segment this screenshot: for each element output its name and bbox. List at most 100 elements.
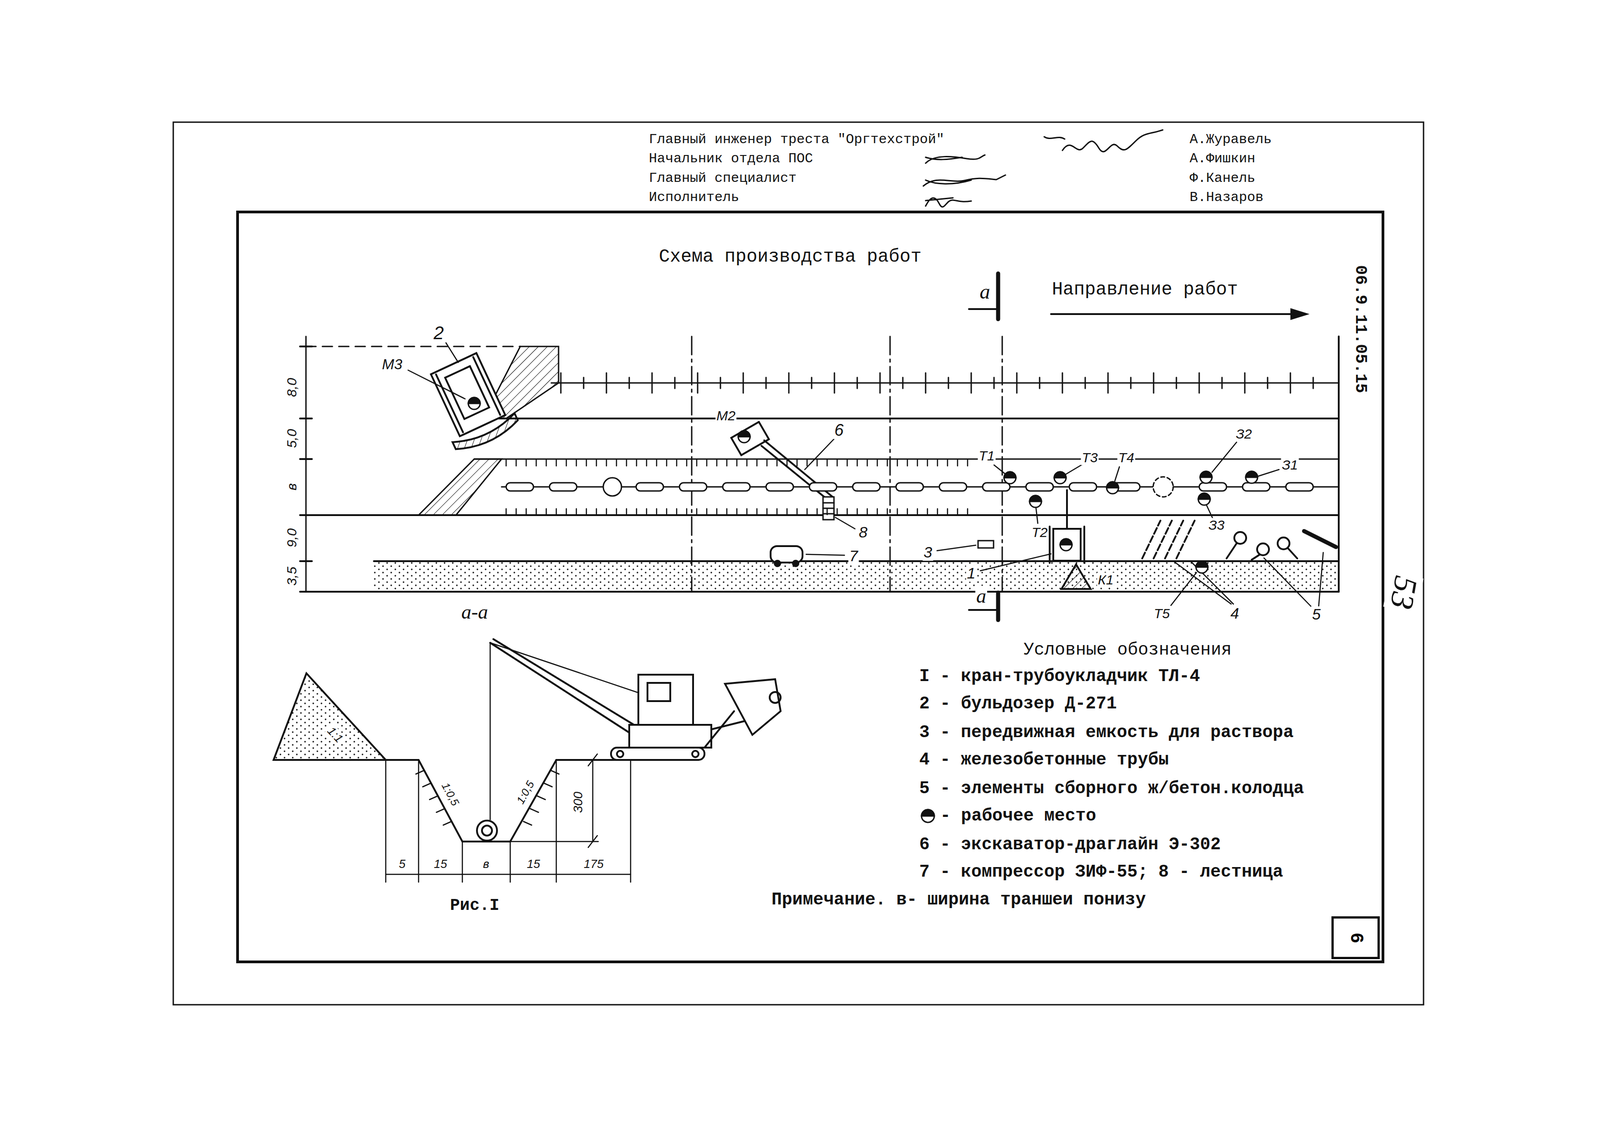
trench-hatch bbox=[937, 459, 939, 467]
dimension-text: 1:1 bbox=[324, 724, 346, 746]
trench-hatch bbox=[906, 508, 909, 515]
workplace-symbol bbox=[468, 397, 481, 410]
well-element-symbol bbox=[1226, 531, 1336, 560]
trench-hatch bbox=[836, 508, 839, 515]
pipe-symbol bbox=[1142, 520, 1195, 559]
ladder-symbol bbox=[823, 513, 834, 515]
pipe-joint bbox=[1199, 482, 1227, 492]
trench-hatch bbox=[886, 459, 889, 467]
leader-line bbox=[980, 554, 1052, 571]
callout-label: Т5 bbox=[1152, 606, 1171, 622]
trench-hatch bbox=[646, 508, 648, 515]
workplace-symbol bbox=[1004, 471, 1016, 478]
dimension-text: 175 bbox=[582, 858, 605, 871]
trench-hatch bbox=[686, 459, 688, 467]
trench-pipe bbox=[1153, 476, 1174, 498]
ladder-symbol bbox=[823, 507, 834, 510]
trench-hatch bbox=[686, 508, 688, 515]
trench-hatch bbox=[816, 459, 819, 467]
section-line bbox=[691, 336, 1003, 592]
slope-hatch bbox=[422, 783, 431, 788]
trench-hatch bbox=[756, 459, 758, 467]
dimension-text: 15 bbox=[526, 858, 542, 871]
direction-arrow bbox=[1051, 313, 1295, 316]
trench-hatch bbox=[866, 459, 869, 467]
plan-outline bbox=[1337, 336, 1340, 592]
trench-hatch bbox=[866, 508, 869, 515]
sheet-frame bbox=[173, 122, 1424, 1005]
trench-hatch bbox=[776, 508, 778, 515]
trench-hatch bbox=[626, 508, 628, 515]
trench-hatch bbox=[957, 459, 959, 467]
approval-text: Начальник отдела ПОС bbox=[647, 151, 814, 167]
spoil-hatch bbox=[925, 372, 927, 394]
leader-line bbox=[1114, 466, 1120, 482]
spoil-hatch bbox=[833, 372, 836, 394]
callout-label: Рис.I bbox=[449, 897, 501, 915]
well-element-symbol bbox=[1288, 548, 1298, 559]
pipe-joint bbox=[506, 482, 1314, 492]
trench-hatch bbox=[806, 459, 808, 467]
workplace-symbol bbox=[1106, 481, 1119, 494]
trench-hatch bbox=[846, 459, 849, 467]
pipe-joint bbox=[1285, 482, 1314, 492]
callout-label: З3 bbox=[1207, 517, 1226, 533]
leader-line bbox=[835, 517, 855, 529]
dimension-text: в bbox=[481, 858, 491, 871]
section-ground bbox=[481, 825, 492, 836]
spoil-hatch bbox=[674, 377, 676, 389]
trench-hatch bbox=[906, 459, 909, 467]
workplace-symbol bbox=[1196, 561, 1208, 574]
callout-label: 5 bbox=[1311, 606, 1322, 623]
trench-hatch bbox=[726, 508, 728, 515]
spoil-hatch bbox=[811, 377, 813, 389]
trench-hatch bbox=[535, 459, 538, 467]
section-line bbox=[1001, 336, 1004, 592]
spoil-hatch bbox=[651, 372, 653, 394]
plan-outline bbox=[305, 590, 1339, 593]
trench-hatch bbox=[736, 459, 738, 467]
trench-hatch bbox=[876, 508, 879, 515]
callout-label: К1 bbox=[1097, 572, 1115, 588]
trench-hatch bbox=[676, 459, 678, 467]
trench-hatch bbox=[565, 459, 568, 467]
legend-entry: I - кран-трубоукладчик ТЛ-4 bbox=[918, 667, 1202, 686]
trench-hatch bbox=[916, 459, 919, 467]
trench-hatch bbox=[716, 459, 718, 467]
leader-line bbox=[408, 370, 466, 399]
dimension-line bbox=[555, 760, 558, 883]
callout-label: в bbox=[284, 482, 300, 492]
approval-text: А.Фишкин bbox=[1188, 151, 1257, 167]
section-line bbox=[889, 336, 891, 592]
pipelayer-crane-section bbox=[704, 711, 735, 748]
trench-hatch bbox=[535, 508, 538, 515]
pipelayer-crane-plan bbox=[1049, 490, 1091, 590]
callout-label: а-а bbox=[460, 601, 490, 623]
spoil-hatch bbox=[970, 372, 973, 394]
dimension-text: 15 bbox=[433, 858, 449, 871]
compressor-symbol bbox=[770, 546, 803, 563]
pipelayer-crane-section bbox=[638, 674, 694, 725]
spoil-hatch bbox=[1198, 372, 1201, 394]
dimension-text: 300 bbox=[571, 791, 585, 815]
workplace-symbol bbox=[921, 809, 935, 823]
trench-hatch bbox=[736, 508, 738, 515]
leader-line bbox=[1206, 505, 1213, 519]
bulldozer-symbol bbox=[435, 374, 463, 433]
ladder-symbol bbox=[823, 502, 834, 504]
trench-pipe bbox=[603, 477, 622, 497]
callout-label: Т2 bbox=[1030, 525, 1049, 540]
trench-hatch bbox=[926, 508, 929, 515]
slope-hatch bbox=[537, 796, 546, 800]
trench-hatch bbox=[575, 459, 578, 467]
trench-hatch bbox=[605, 508, 608, 515]
pipelayer-crane-section bbox=[616, 750, 624, 758]
pipe-joint bbox=[766, 482, 794, 492]
pipe-symbol bbox=[1165, 520, 1184, 559]
sheet-number: 6 bbox=[1345, 932, 1366, 944]
plan-outline bbox=[478, 417, 1339, 420]
trench-hatch bbox=[666, 508, 668, 515]
trench-hatch bbox=[796, 459, 798, 467]
pipelayer-crane-plan bbox=[1048, 526, 1051, 564]
